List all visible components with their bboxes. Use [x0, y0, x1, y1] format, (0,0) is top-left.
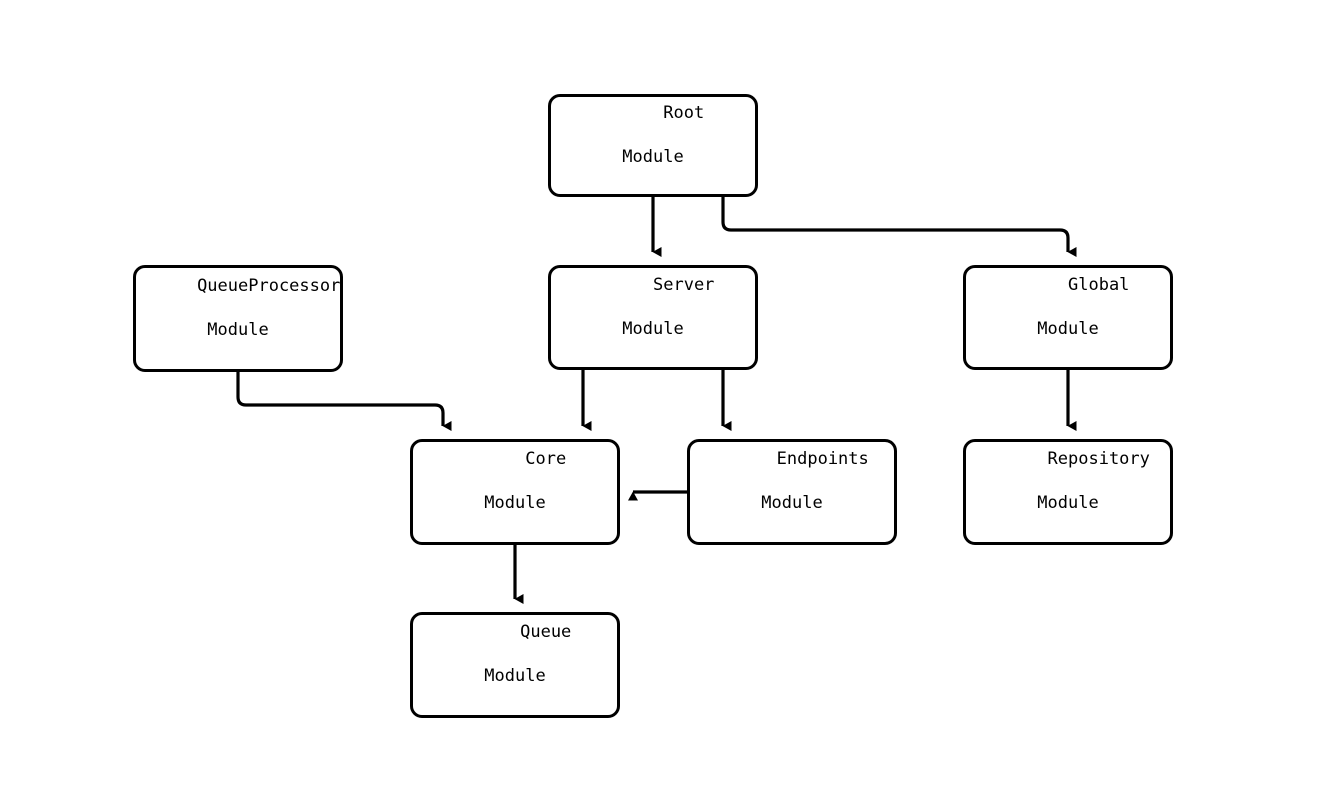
node-label-line1: Root: [663, 102, 705, 123]
node-queue-module[interactable]: Queue Module: [410, 612, 620, 718]
node-label: Core Module: [464, 426, 566, 558]
edge-root-to-global: [721, 197, 1077, 257]
node-label-line2: Module: [1037, 493, 1099, 513]
node-label-line2: Module: [761, 493, 823, 513]
node-label-line1: Server: [653, 274, 715, 295]
node-label: Global Module: [1007, 252, 1130, 384]
node-label-line2: Module: [1037, 318, 1099, 339]
node-label-line1: Repository: [1047, 449, 1150, 469]
node-repository-module[interactable]: Repository Module: [963, 439, 1173, 545]
node-server-module[interactable]: Server Module: [548, 265, 758, 370]
node-label-line1: Core: [525, 449, 567, 469]
node-label: QueueProcessor Module: [136, 253, 341, 385]
node-root-module[interactable]: Root Module: [548, 94, 758, 197]
node-label-line1: Queue: [520, 622, 572, 642]
node-queueprocessor-module[interactable]: QueueProcessor Module: [133, 265, 343, 372]
node-endpoints-module[interactable]: Endpoints Module: [687, 439, 897, 545]
node-global-module[interactable]: Global Module: [963, 265, 1173, 370]
node-label-line1: QueueProcessor: [197, 275, 341, 296]
node-label-line2: Module: [207, 319, 269, 340]
node-label: Root Module: [602, 80, 704, 212]
node-core-module[interactable]: Core Module: [410, 439, 620, 545]
edge-queueprocessor-to-core: [236, 372, 452, 431]
node-label-line1: Endpoints: [776, 449, 869, 469]
node-label: Repository Module: [986, 426, 1150, 558]
node-label: Queue Module: [459, 599, 572, 731]
node-label-line2: Module: [484, 666, 546, 686]
node-label-line2: Module: [622, 318, 684, 339]
node-label-line2: Module: [484, 493, 546, 513]
node-label-line2: Module: [622, 146, 684, 167]
node-label: Server Module: [592, 252, 715, 384]
node-label: Endpoints Module: [715, 426, 869, 558]
node-label-line1: Global: [1068, 274, 1130, 295]
